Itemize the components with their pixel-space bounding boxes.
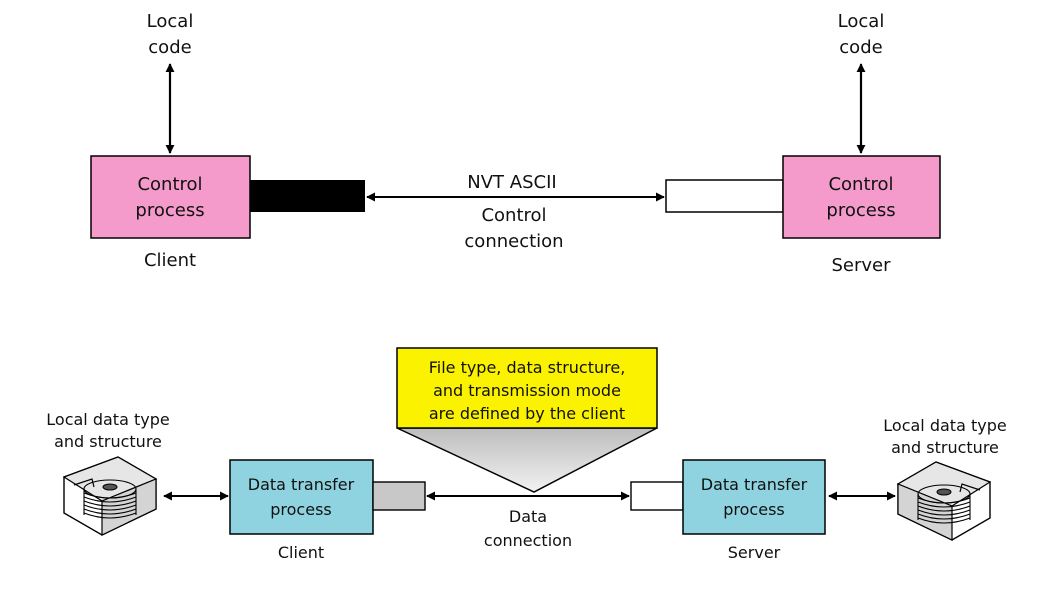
server-local-data-label-line1: Local data type bbox=[883, 416, 1006, 435]
client-control-process-box bbox=[90, 155, 251, 239]
server-data-transfer-box bbox=[682, 459, 826, 535]
note-line1: File type, data structure, bbox=[429, 358, 626, 377]
client-control-caption: Client bbox=[144, 250, 196, 271]
data-connection-label-line1: Data bbox=[509, 507, 547, 526]
data-connection-label-line2: connection bbox=[484, 531, 572, 550]
client-control-port bbox=[250, 180, 365, 212]
server-control-port bbox=[665, 179, 784, 213]
client-local-data-label-line1: Local data type bbox=[46, 410, 169, 429]
client-local-code-label-line1: Local bbox=[147, 11, 194, 32]
client-local-code-label-line2: code bbox=[148, 37, 191, 58]
note-callout-pointer bbox=[396, 427, 658, 493]
client-data-port bbox=[372, 481, 426, 511]
control-connection-label-line1: Control bbox=[481, 205, 546, 226]
client-data-transfer-label-line1: Data transfer bbox=[248, 475, 355, 494]
server-control-process-label-line2: process bbox=[826, 200, 895, 221]
client-local-data-label-line2: and structure bbox=[54, 432, 162, 451]
client-control-process-label-line2: process bbox=[135, 200, 204, 221]
note-box bbox=[396, 347, 658, 429]
server-control-process-box bbox=[782, 155, 941, 239]
note-line3: are defined by the client bbox=[429, 404, 625, 423]
server-local-code-label-line2: code bbox=[839, 37, 882, 58]
server-data-transfer-label-line2: process bbox=[723, 500, 784, 519]
server-local-code-label-line1: Local bbox=[838, 11, 885, 32]
server-local-data-label-line2: and structure bbox=[891, 438, 999, 457]
server-data-port bbox=[630, 481, 684, 511]
disk-drive-icon bbox=[62, 456, 158, 536]
client-data-transfer-box bbox=[229, 459, 374, 535]
disk-drive-icon bbox=[896, 461, 992, 541]
server-control-process-label-line1: Control bbox=[828, 174, 893, 195]
server-data-caption: Server bbox=[728, 543, 781, 562]
data-section: File type, data structure, and transmiss… bbox=[46, 347, 1007, 562]
note-line2: and transmission mode bbox=[433, 381, 621, 400]
client-control-process-label-line1: Control bbox=[137, 174, 202, 195]
nvt-ascii-label: NVT ASCII bbox=[467, 172, 556, 193]
server-control-caption: Server bbox=[831, 255, 891, 276]
client-data-caption: Client bbox=[278, 543, 324, 562]
control-section: Local code Control process Client NVT AS… bbox=[90, 11, 941, 276]
server-data-transfer-label-line1: Data transfer bbox=[701, 475, 808, 494]
client-data-transfer-label-line2: process bbox=[270, 500, 331, 519]
control-connection-label-line2: connection bbox=[464, 231, 563, 252]
